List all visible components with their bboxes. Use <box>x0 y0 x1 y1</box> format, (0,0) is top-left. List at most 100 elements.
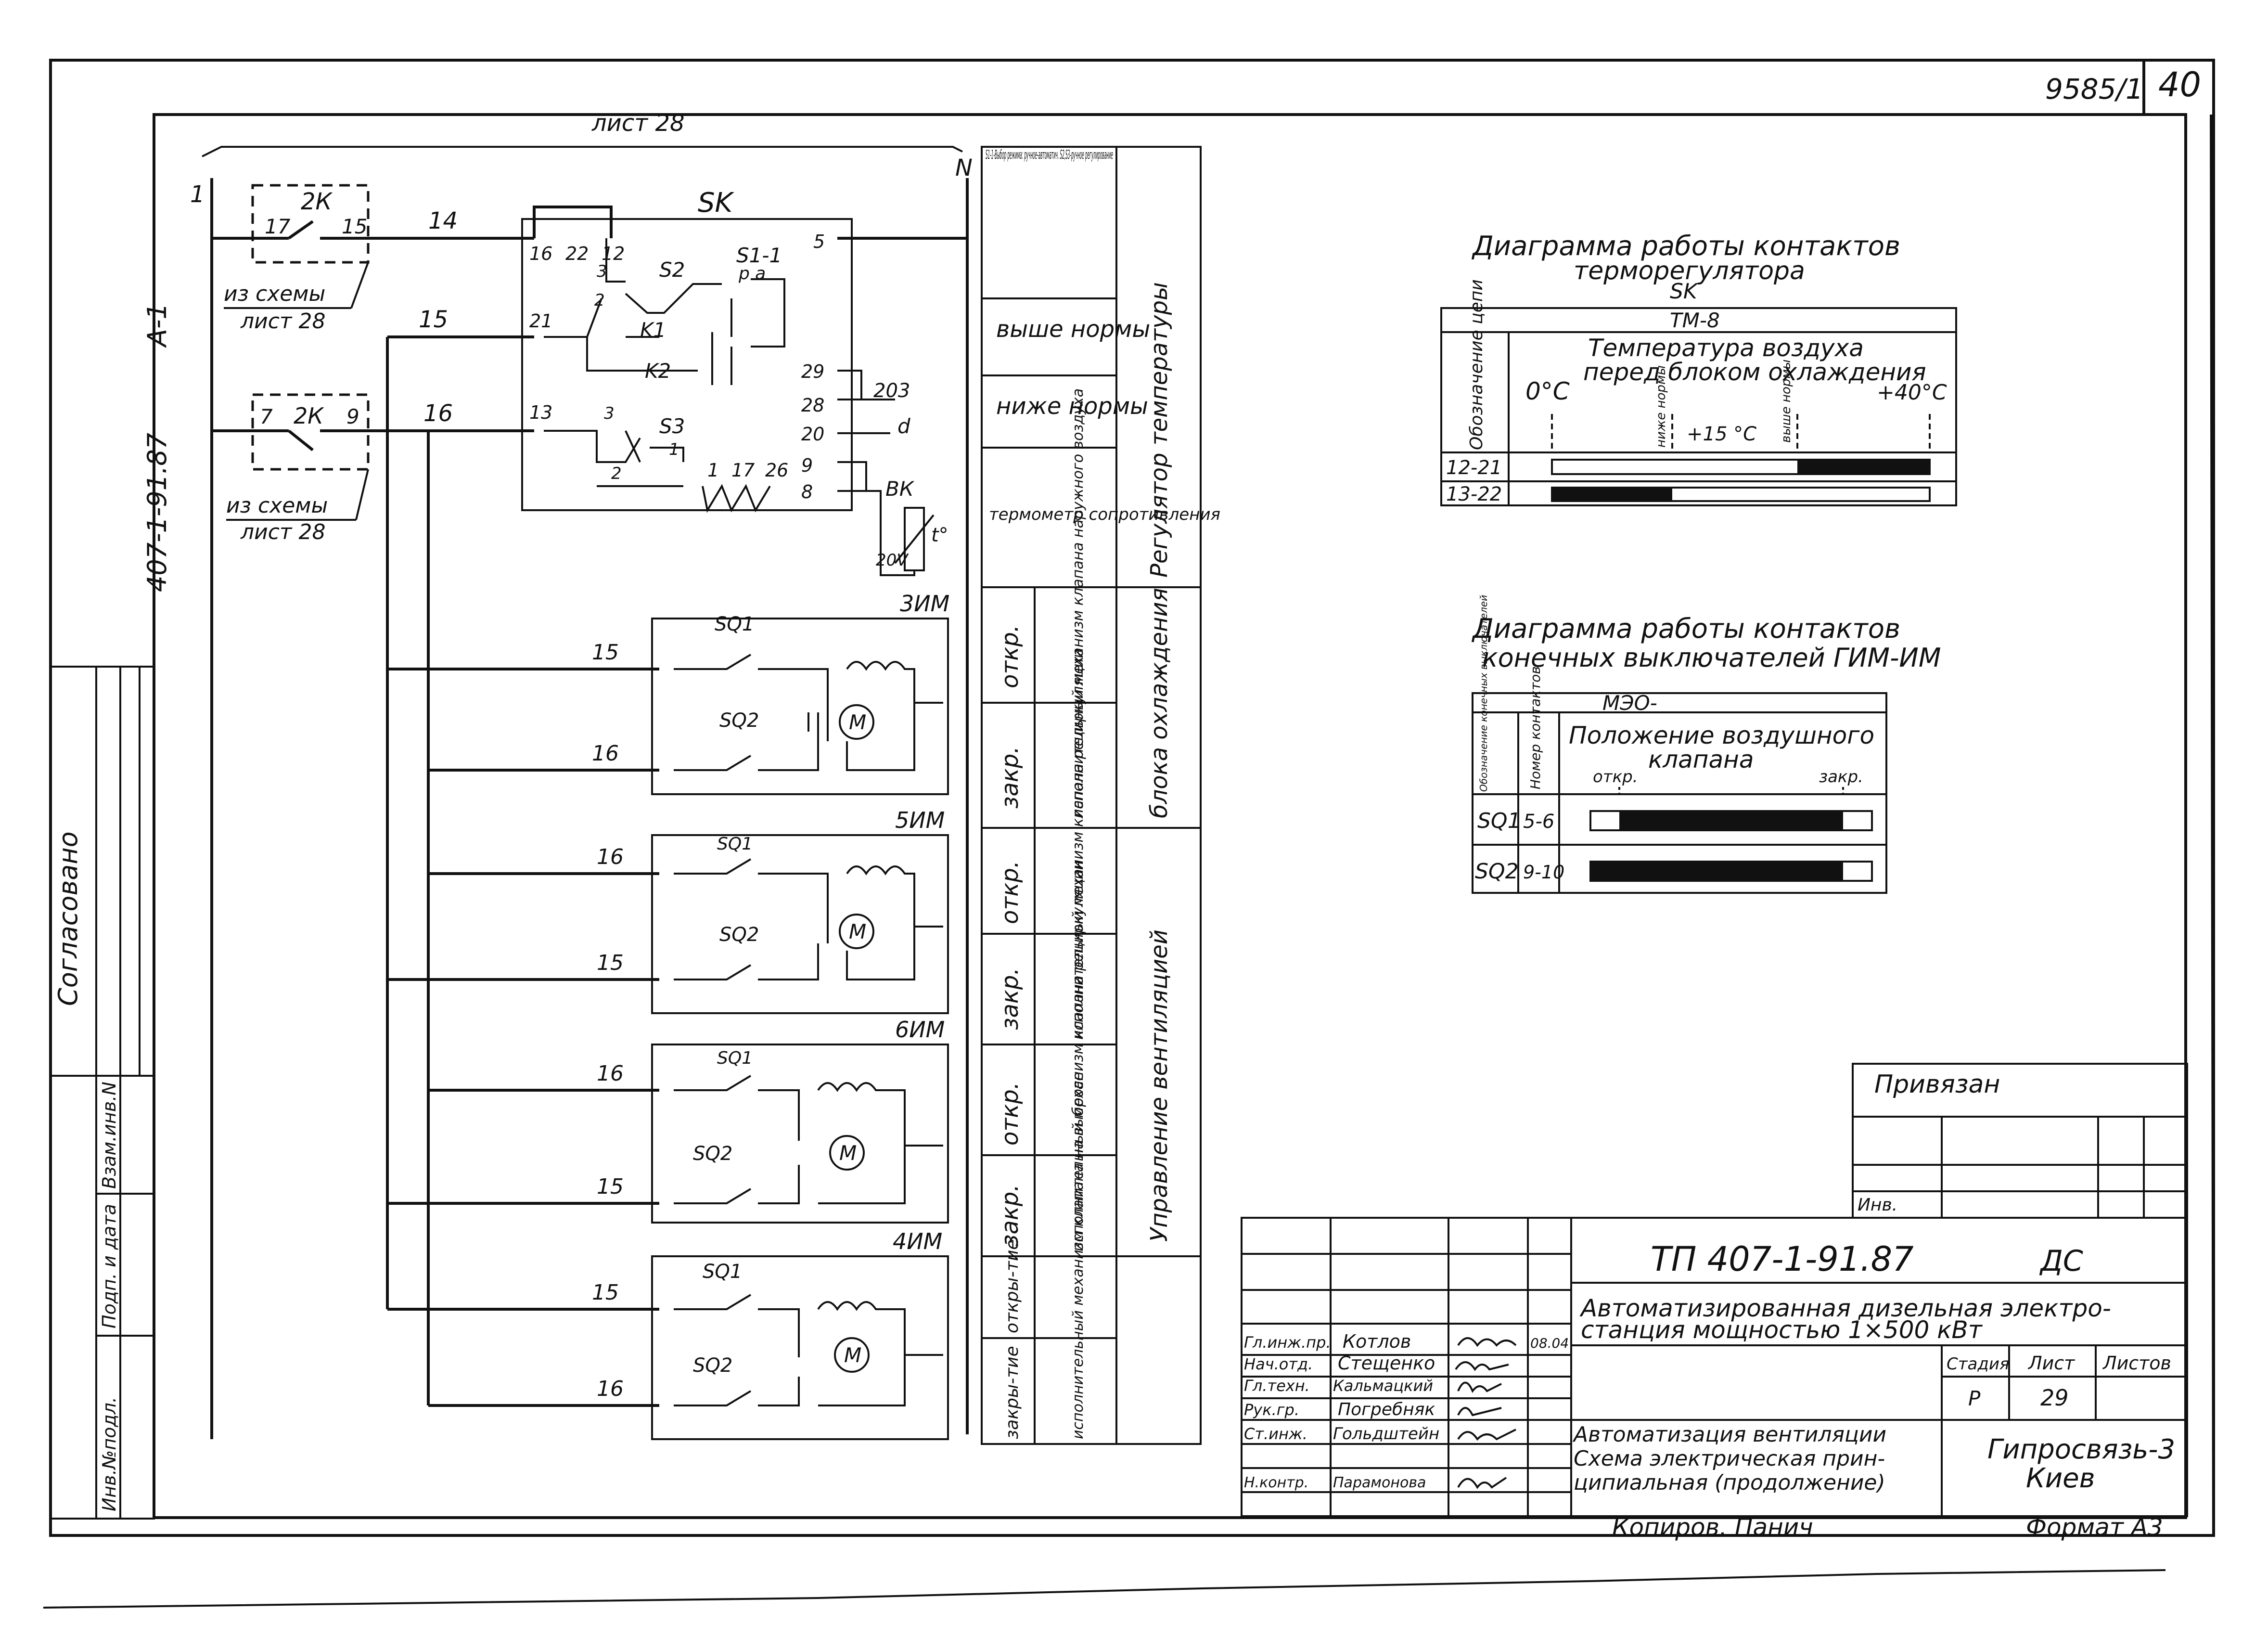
sheet-corner-number: 40 <box>2158 65 2201 104</box>
tb-stadia-h: Стадия <box>1947 1354 2009 1374</box>
sq1-3: SQ1 <box>715 613 754 635</box>
tb-project1: Автоматизированная дизельная электро- <box>1579 1294 2111 1322</box>
stamp-podp: Подп. и дата <box>99 1204 120 1328</box>
motor-m-3: M <box>849 710 866 734</box>
d1-title2: терморегулятора <box>1574 257 1805 285</box>
n2b: 2 <box>611 464 622 483</box>
d2-row1b: 5-6 <box>1523 811 1554 833</box>
motor-6im-label: 6ИМ <box>895 1017 945 1043</box>
tb-role-5: Н.контр. <box>1244 1474 1308 1491</box>
sheet-28-1: лист 28 <box>240 309 326 334</box>
tb-inv: Инв. <box>1858 1195 1897 1215</box>
motor-m-6: M <box>839 1141 857 1165</box>
motor-block-6im: 6ИМ 16 15 SQ1 SQ2 M <box>387 1017 949 1224</box>
side-tag: А-1 <box>142 303 172 348</box>
sheet-ref-top: лист 28 <box>591 110 685 137</box>
k1-label: K1 <box>640 318 666 342</box>
torn-edge <box>43 1569 2166 1609</box>
w16-3: 16 <box>592 741 619 766</box>
legend-otkr-1: откр. <box>997 625 1024 688</box>
stamp-inv: Инв.№подл. <box>99 1397 120 1511</box>
legend-zakr-3: закр. <box>997 1184 1024 1247</box>
tb-sheet3: ципиальная (продолжение) <box>1574 1470 1885 1495</box>
from-scheme-1: из схемы <box>224 282 325 306</box>
d2-head2: клапана <box>1648 746 1754 773</box>
d2-type: МЭО- <box>1602 691 1657 715</box>
sk-1: 1 <box>707 460 719 481</box>
node-7: 7 <box>260 405 273 428</box>
d1-row2: 13-22 <box>1446 483 1502 505</box>
tb-name-3: Погребняк <box>1338 1400 1435 1419</box>
tb-stadia: Р <box>1968 1387 1981 1410</box>
tb-role-2: Гл.техн. <box>1244 1377 1310 1395</box>
tb-project2: станция мощностью 1×500 кВт <box>1581 1316 1983 1344</box>
motor-block-4im: 4ИМ 15 16 SQ1 SQ2 M <box>387 1228 949 1440</box>
diagram-thermoregulator: Диаграмма работы контактов терморегулято… <box>1440 231 1957 506</box>
relay-2k-top: 2К <box>301 188 333 215</box>
legend-m3-side: блока охлаждения <box>1146 588 1173 818</box>
label-t: t° <box>931 524 948 546</box>
sq2-6: SQ2 <box>693 1143 732 1165</box>
stamp-vzam: Взам.инв.N <box>99 1082 120 1189</box>
sq1-4: SQ1 <box>703 1261 742 1283</box>
tb-suffix: ДС <box>2039 1244 2083 1278</box>
tb-code: ТП 407-1-91.87 <box>1651 1239 1914 1279</box>
d1-t40: +40°С <box>1877 380 1947 405</box>
motor-4im-label: 4ИМ <box>893 1228 942 1254</box>
d1-head2: перед блоком охлаждения <box>1583 358 1926 386</box>
tb-privyazan: Привязан <box>1874 1070 2000 1099</box>
sk-22: 22 <box>565 243 589 264</box>
wire-N: N <box>955 155 973 181</box>
w15-4: 15 <box>592 1280 619 1305</box>
schematic: 1 N 2К 17 15 14 из схемы лист 28 7 2К 9 … <box>190 155 973 1440</box>
n2a: 2 <box>594 291 605 310</box>
tb-role-3: Рук.гр. <box>1244 1401 1299 1419</box>
node-9: 9 <box>346 405 359 428</box>
sk-17: 17 <box>731 460 755 481</box>
legend-r4b: Регулятор температуры <box>1146 282 1173 578</box>
legend-m3-desc: исполнительный механизм клапана наружног… <box>1070 388 1087 818</box>
tb-role-1: Нач.отд. <box>1244 1355 1313 1373</box>
motor-block-5im: 5ИМ 16 15 SQ1 SQ2 M <box>387 807 949 1014</box>
tb-name-4: Гольдштейн <box>1333 1424 1439 1444</box>
legend-m5-side: Управление вентиляцией <box>1146 929 1173 1242</box>
d2-row2b: 9-10 <box>1523 862 1564 883</box>
legend-r2: выше нормы <box>996 316 1150 343</box>
tb-name-1: Стещенко <box>1338 1353 1435 1374</box>
tb-role-4: Ст.инж. <box>1244 1425 1307 1443</box>
tb-org1: Гипросвязь-3 <box>1987 1434 2175 1465</box>
tb-list: 29 <box>2040 1385 2069 1411</box>
left-stamp: Согласовано Взам.инв.N Подп. и дата Инв.… <box>50 666 155 1520</box>
w16-6: 16 <box>597 1061 624 1086</box>
tb-sheet1: Автоматизация вентиляции <box>1572 1422 1886 1447</box>
d2-head1: Положение воздушного <box>1569 722 1874 749</box>
sk-9: 9 <box>801 455 813 476</box>
d2-row1a: SQ1 <box>1477 809 1521 833</box>
sk-12: 12 <box>602 243 625 264</box>
d2-title1: Диаграмма работы контактов <box>1471 613 1900 644</box>
legend-zakr-1: закр. <box>997 746 1024 809</box>
n3a: 3 <box>597 262 607 281</box>
d2-closed: закр. <box>1819 767 1863 786</box>
sq1-5: SQ1 <box>717 834 753 854</box>
label-203: 203 <box>873 380 910 402</box>
motor-m-5: M <box>849 920 866 943</box>
sk-20: 20 <box>801 424 824 445</box>
from-scheme-2: из схемы <box>226 493 328 518</box>
w16-5: 16 <box>597 845 624 869</box>
d1-t15: +15 °С <box>1687 423 1756 445</box>
w15-3: 15 <box>592 640 619 665</box>
d2-open: откр. <box>1593 767 1638 786</box>
legend-r1: S1-1-Выбор режима: ручное-автоматич. S2,… <box>986 148 1113 162</box>
sk-16: 16 <box>529 243 552 264</box>
tb-role-0: Гл.инж.пр. <box>1244 1333 1331 1352</box>
sq2-3: SQ2 <box>719 709 759 732</box>
s3-label: S3 <box>659 414 685 438</box>
motor-5im-label: 5ИМ <box>895 807 945 833</box>
node-15a: 15 <box>342 215 367 238</box>
d2-col2: Номер контактов <box>1527 666 1543 789</box>
sk-21: 21 <box>529 310 552 332</box>
tb-copied: Копиров. Панич <box>1612 1513 1813 1541</box>
side-code: 407-1-91.87 <box>142 433 172 592</box>
node-17: 17 <box>265 215 291 238</box>
